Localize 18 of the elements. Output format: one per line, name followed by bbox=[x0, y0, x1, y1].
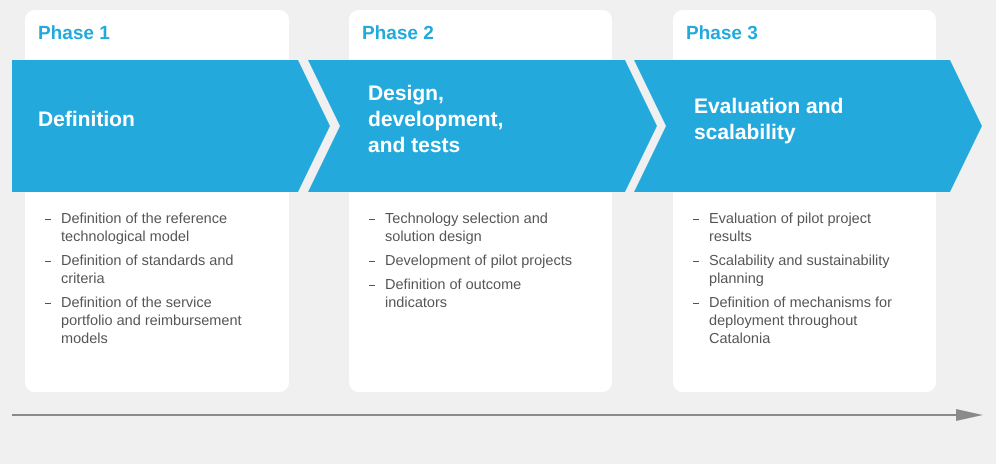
list-item-text: Technology selection and solution design bbox=[385, 210, 549, 246]
list-item-text: Definition of the service portfolio and reimbursement models bbox=[61, 294, 243, 348]
phase-arrow-banner bbox=[308, 60, 657, 192]
phase-arrow-banner bbox=[12, 60, 330, 192]
list-item-text: Evaluation of pilot project results bbox=[709, 210, 872, 246]
list-item-text: Development of pilot projects bbox=[385, 252, 572, 270]
phase-arrow-banner bbox=[634, 60, 982, 192]
phase-heading: Phase 3 bbox=[686, 23, 758, 45]
phase-heading: Phase 1 bbox=[38, 23, 110, 45]
list-item-text: Scalability and sustainability planning bbox=[709, 252, 891, 288]
list-item-text: Definition of the reference technological model bbox=[61, 210, 228, 246]
phase-heading: Phase 2 bbox=[362, 23, 434, 45]
list-item-text: Definition of standards and criteria bbox=[61, 252, 234, 288]
phase-title: Design, development, and tests bbox=[368, 81, 504, 159]
list-item-text: Definition of outcome indicators bbox=[385, 276, 522, 312]
list-item-text: Definition of mechanisms for deployment throughout Catalonia bbox=[709, 294, 893, 348]
phase-title: Evaluation and scalability bbox=[694, 94, 844, 146]
phase-title: Definition bbox=[38, 107, 136, 133]
